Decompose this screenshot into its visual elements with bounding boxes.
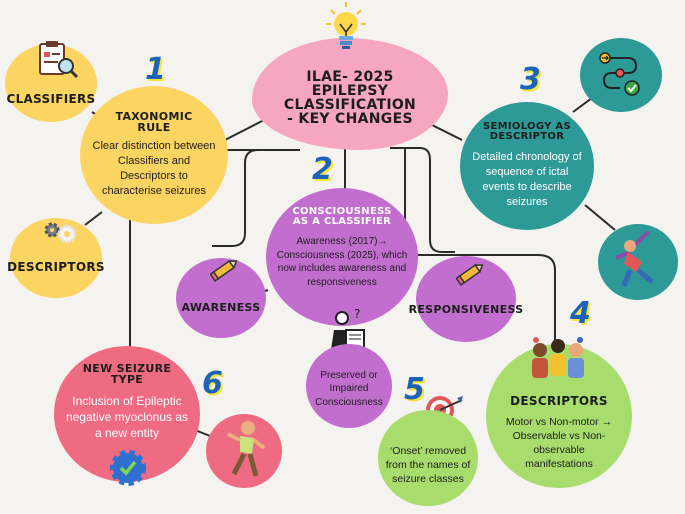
responsiveness-label: Responsiveness — [408, 302, 524, 316]
consciousness-node: Consciousness as a classifier Awareness … — [266, 188, 418, 326]
taxonomic-text: Clear distinction between Classifiers an… — [92, 140, 216, 197]
consciousness-text: Awareness (2017)→ Consciousness (2025), … — [276, 236, 408, 288]
new-type-text: Inclusion of Epileptic negative myoclonu… — [65, 393, 189, 441]
semiology-node: Semiology as descriptor Detailed chronol… — [460, 102, 594, 230]
gear-check-icon — [110, 450, 146, 486]
central-title: ILAE- 2025 Epilepsy Classification - Key… — [283, 69, 417, 127]
semiology-title: Semiology as descriptor — [483, 121, 571, 143]
gears-icon — [44, 222, 77, 244]
semiology-text: Detailed chronology of sequence of ictal… — [472, 151, 582, 208]
preserved-impaired-node: Preserved or Impaired Consciousness — [306, 344, 392, 428]
number-4: 4 — [570, 296, 591, 331]
awareness-label: Awareness — [181, 300, 261, 314]
consciousness-title: Consciousness as a classifier — [292, 206, 392, 227]
svg-text:?: ? — [354, 307, 360, 321]
responsiveness-node: Responsiveness — [409, 256, 523, 342]
number-5: 5 — [404, 372, 425, 407]
number-3: 3 — [520, 62, 541, 97]
classifiers-label: Classifiers — [6, 92, 96, 106]
taxonomic-title: Taxonomic Rule — [115, 110, 193, 135]
new-type-title: New Seizure Type — [82, 361, 172, 386]
flowchart-icon — [599, 52, 640, 96]
onset-text: ‘Onset’ removed from the names of seizur… — [385, 444, 471, 486]
central-node: ILAE- 2025 Epilepsy Classification - Key… — [252, 38, 448, 150]
lightbulb-icon — [326, 2, 366, 49]
pencil-icon — [210, 260, 238, 282]
classifiers-node: Classifiers — [5, 44, 97, 122]
falling-person-icon — [227, 421, 266, 477]
preserved-text: Preserved or Impaired Consciousness — [315, 369, 383, 408]
descriptors-main-title: Descriptors — [510, 393, 608, 408]
clipboard-magnifier-icon — [39, 41, 79, 79]
number-1: 1 — [145, 52, 166, 87]
descriptors-small-label: Descriptors — [7, 260, 105, 274]
jumping-person-icon — [615, 230, 654, 287]
pencil-icon — [456, 264, 484, 286]
onset-node: ‘Onset’ removed from the names of seizur… — [378, 410, 478, 506]
descriptors-main-text: Motor vs Non-motor → Observable vs Non-o… — [505, 415, 613, 471]
people-group-icon — [532, 337, 584, 378]
taxonomic-rule-node: Taxonomic Rule Clear distinction between… — [80, 86, 228, 224]
number-2: 2 — [312, 152, 333, 187]
number-6: 6 — [202, 366, 223, 401]
